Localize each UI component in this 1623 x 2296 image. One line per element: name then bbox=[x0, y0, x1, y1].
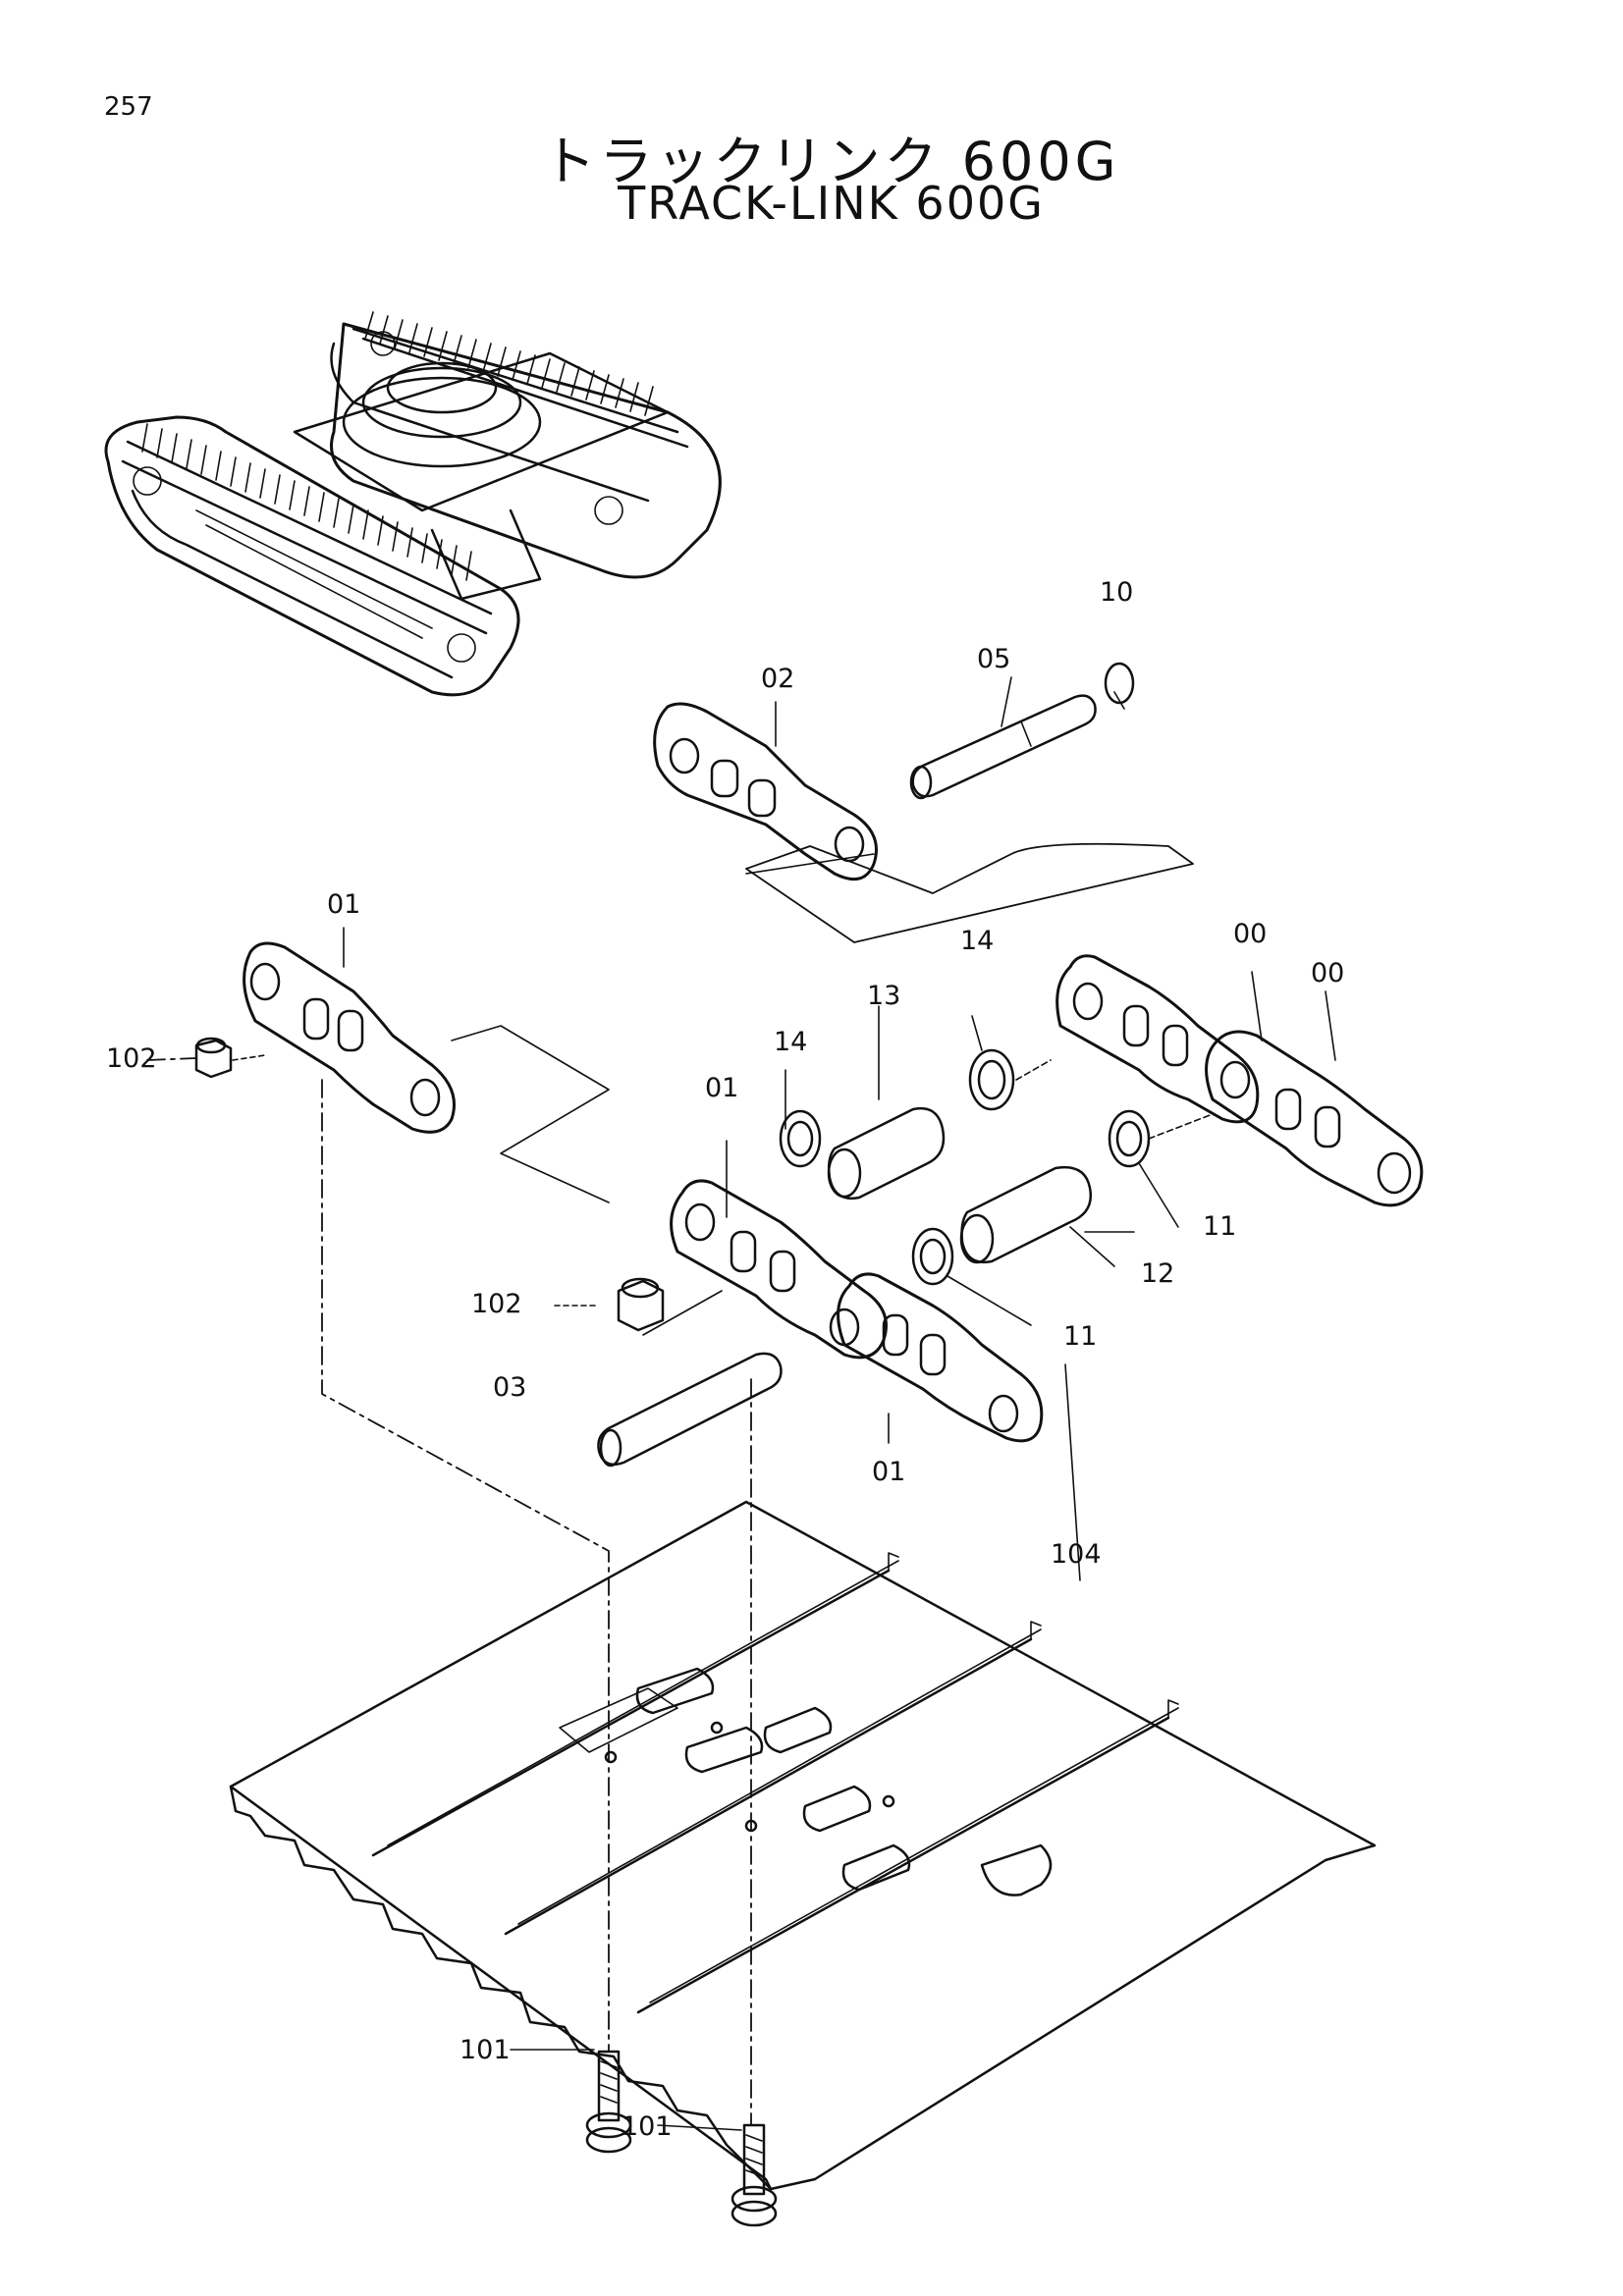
pin-03 bbox=[597, 1352, 783, 1468]
bolt-101-lower bbox=[730, 2123, 778, 2227]
callout-01-center: 01 bbox=[705, 1073, 738, 1103]
retainer-ring-10 bbox=[1104, 662, 1135, 710]
callout-01-lower: 01 bbox=[872, 1457, 905, 1487]
callout-101-upper: 101 bbox=[460, 2035, 511, 2065]
nut-102-lower bbox=[617, 1277, 723, 1336]
callout-00-b: 00 bbox=[1311, 958, 1344, 988]
seal-11-right bbox=[1108, 1109, 1214, 1228]
nut-102-upper bbox=[194, 1037, 266, 1079]
title-japanese: トラックリンク 600G bbox=[542, 131, 1120, 192]
callout-14-right: 14 bbox=[960, 926, 994, 956]
callout-11-left: 11 bbox=[1063, 1321, 1097, 1352]
callout-102-lower: 102 bbox=[471, 1289, 522, 1319]
track-link-02 bbox=[653, 702, 1194, 943]
callout-labels: 10 02 05 01 00 00 14 13 14 01 102 11 12 … bbox=[106, 577, 1344, 2142]
callout-14-left: 14 bbox=[774, 1027, 807, 1057]
callout-12: 12 bbox=[1141, 1258, 1174, 1289]
bushing-12 bbox=[959, 1165, 1115, 1267]
track-link-01-left bbox=[243, 941, 610, 1203]
center-lines bbox=[146, 1057, 752, 2126]
callout-11-right: 11 bbox=[1203, 1211, 1236, 1242]
leader-lines bbox=[343, 701, 1336, 2131]
seal-14-right bbox=[968, 1048, 1052, 1111]
seal-14-left bbox=[779, 1109, 822, 1168]
bolt-101-upper bbox=[585, 2050, 632, 2154]
callout-101-lower: 101 bbox=[622, 2111, 673, 2142]
callout-05: 05 bbox=[977, 644, 1010, 674]
callout-10: 10 bbox=[1100, 577, 1133, 608]
bushing-13 bbox=[827, 1106, 946, 1201]
track-link-00-pair bbox=[1055, 954, 1424, 1207]
title-english: TRACK-LINK 600G bbox=[618, 177, 1045, 230]
pin-05 bbox=[909, 676, 1097, 800]
page-number: 257 bbox=[104, 92, 153, 122]
track-shoe-104 bbox=[229, 1500, 1377, 2191]
callout-02: 02 bbox=[761, 664, 794, 694]
callout-102-upper: 102 bbox=[106, 1043, 157, 1074]
callout-00-a: 00 bbox=[1233, 919, 1267, 949]
callout-104: 104 bbox=[1051, 1539, 1102, 1570]
callout-03: 03 bbox=[493, 1372, 526, 1403]
callout-01-left: 01 bbox=[327, 889, 360, 920]
track-link-01-center bbox=[670, 1179, 1044, 1443]
seal-11-left bbox=[911, 1227, 1032, 1326]
callout-13: 13 bbox=[867, 981, 900, 1011]
undercarriage-illustration bbox=[104, 311, 722, 697]
